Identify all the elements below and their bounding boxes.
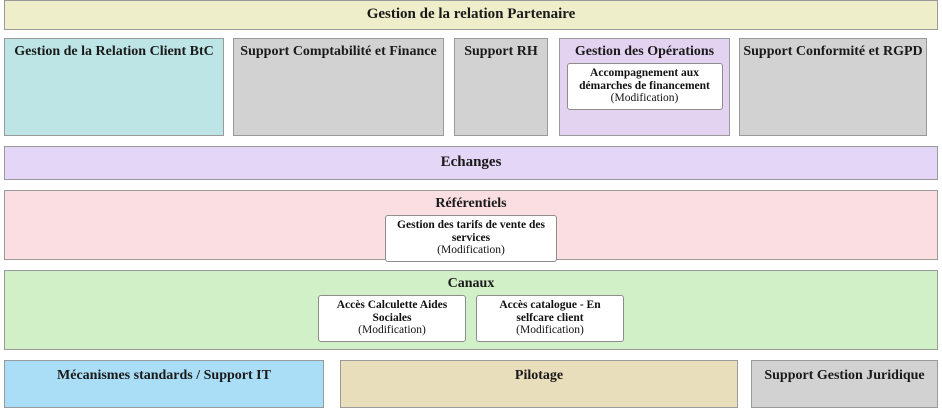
- spacer: [738, 360, 751, 408]
- leaf-label: Gestion des tarifs de vente des services: [397, 218, 545, 244]
- banner-row: Gestion de la relation Partenaire: [4, 0, 938, 30]
- leaf-container: Gestion des tarifs de vente des services…: [5, 214, 937, 263]
- domain-support-conformite-rgpd[interactable]: Support Conformité et RGPD: [739, 38, 927, 136]
- leaf-label: Accompagnement aux démarches de financem…: [579, 66, 710, 92]
- echanges-row: Echanges: [4, 146, 938, 180]
- layer-title: Référentiels: [435, 196, 507, 211]
- leaf-state: (Modification): [516, 324, 584, 337]
- layer-title: Echanges: [440, 154, 502, 170]
- domain-title: Support RH: [464, 44, 538, 59]
- canaux-row: Canaux Accès Calculette Aides Sociales (…: [4, 270, 938, 350]
- domain-gestion-relation-client-btc[interactable]: Gestion de la Relation Client BtC: [4, 38, 224, 136]
- spacer: [548, 38, 559, 136]
- bottom-row: Mécanismes standards / Support IT Pilota…: [4, 360, 938, 408]
- support-gestion-juridique[interactable]: Support Gestion Juridique: [751, 360, 938, 408]
- spacer: [224, 38, 233, 136]
- leaf-container: Accompagnement aux démarches de financem…: [560, 62, 729, 111]
- banner-title: Gestion de la relation Partenaire: [366, 6, 576, 22]
- layer-echanges[interactable]: Echanges: [4, 146, 938, 180]
- domain-gestion-des-operations[interactable]: Gestion des Opérations Accompagnement au…: [559, 38, 730, 136]
- layer-referentiels[interactable]: Référentiels Gestion des tarifs de vente…: [4, 190, 938, 263]
- support-pilotage[interactable]: Pilotage: [340, 360, 738, 408]
- support-title: Mécanismes standards / Support IT: [57, 368, 271, 383]
- banner-gestion-relation-partenaire[interactable]: Gestion de la relation Partenaire: [4, 0, 938, 30]
- spacer: [730, 38, 739, 136]
- domain-support-comptabilite-finance[interactable]: Support Comptabilité et Finance: [233, 38, 444, 136]
- domains-row: Gestion de la Relation Client BtC Suppor…: [4, 38, 938, 136]
- layer-canaux[interactable]: Canaux Accès Calculette Aides Sociales (…: [4, 270, 938, 350]
- leaf-state: (Modification): [437, 244, 505, 257]
- leaf-gestion-tarifs-vente-services[interactable]: Gestion des tarifs de vente des services…: [385, 214, 557, 263]
- domain-title: Support Conformité et RGPD: [743, 44, 923, 59]
- spacer: [324, 360, 340, 408]
- leaf-label: Accès catalogue - En selfcare client: [499, 298, 601, 324]
- leaf-acces-calculette-aides-sociales[interactable]: Accès Calculette Aides Sociales (Modific…: [318, 294, 466, 343]
- leaf-state: (Modification): [610, 92, 679, 105]
- domain-title: Support Comptabilité et Finance: [240, 44, 437, 59]
- leaf-acces-catalogue-selfcare-client[interactable]: Accès catalogue - En selfcare client (Mo…: [476, 294, 624, 343]
- support-mecanismes-standards-it[interactable]: Mécanismes standards / Support IT: [4, 360, 324, 408]
- spacer: [444, 38, 454, 136]
- support-title: Pilotage: [514, 368, 564, 383]
- domain-title: Gestion des Opérations: [574, 44, 715, 59]
- leaf-accompagnement-demarches-financement[interactable]: Accompagnement aux démarches de financem…: [566, 62, 723, 111]
- referentiels-row: Référentiels Gestion des tarifs de vente…: [4, 190, 938, 263]
- domain-support-rh[interactable]: Support RH: [454, 38, 548, 136]
- support-title: Support Gestion Juridique: [764, 368, 925, 383]
- layer-title: Canaux: [447, 276, 495, 291]
- leaf-state: (Modification): [358, 324, 426, 337]
- leaf-container: Accès Calculette Aides Sociales (Modific…: [5, 294, 937, 343]
- domain-title: Gestion de la Relation Client BtC: [14, 44, 214, 59]
- leaf-label: Accès Calculette Aides Sociales: [336, 298, 448, 324]
